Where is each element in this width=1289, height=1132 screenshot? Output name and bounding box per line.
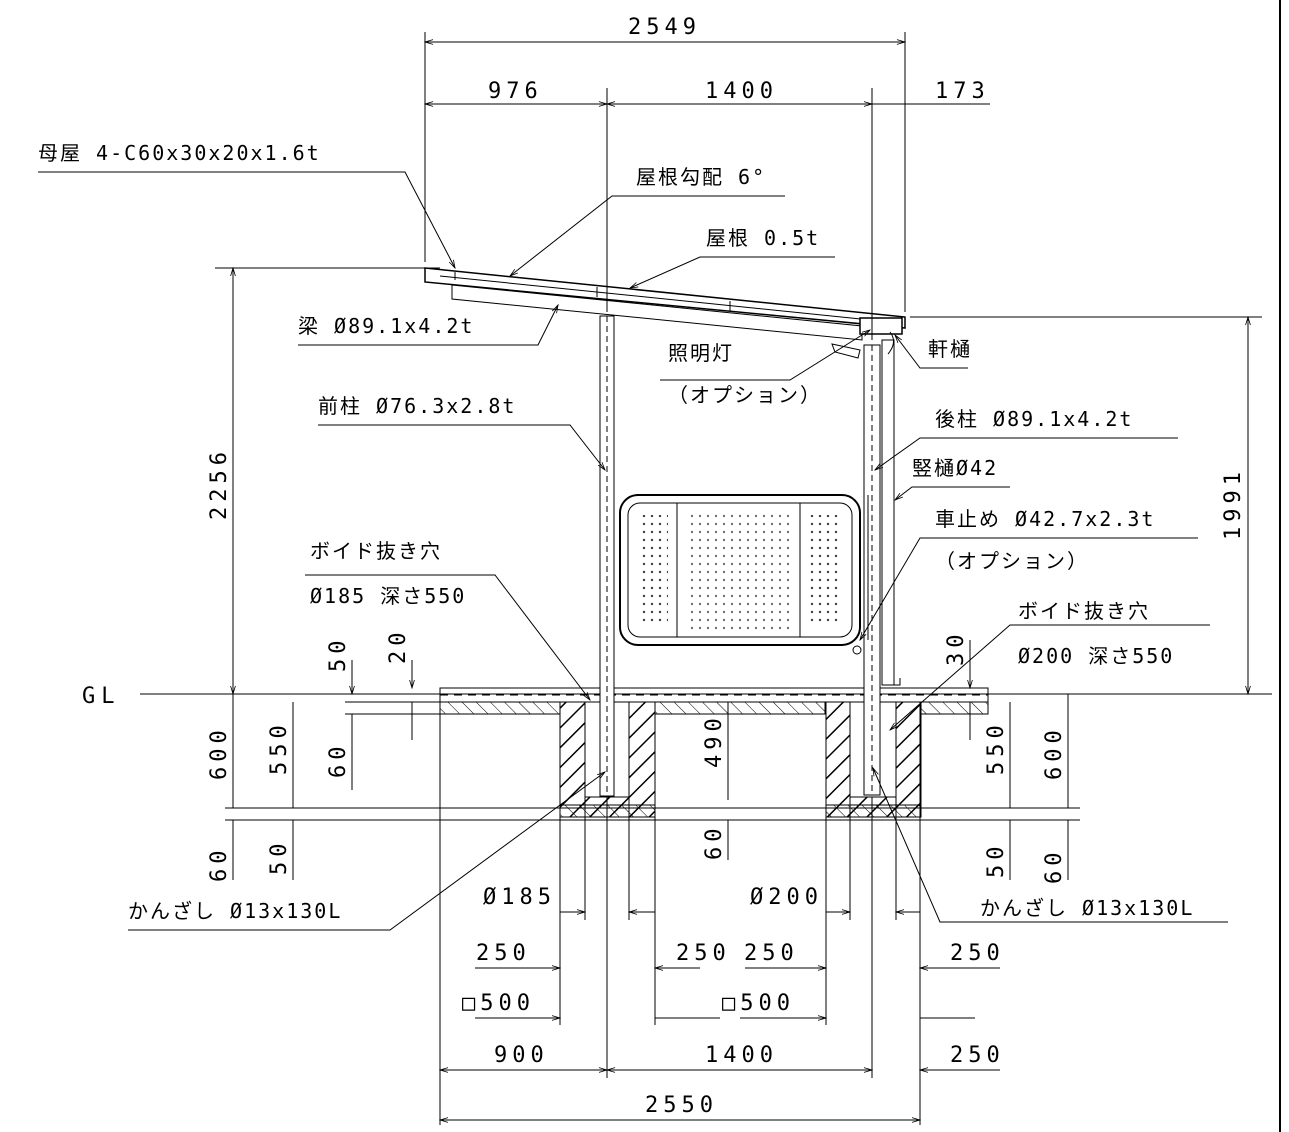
dim-left-height: 2256 xyxy=(207,447,232,520)
top-dimensions xyxy=(425,32,990,340)
callout-roof-slope: 屋根勾配 6° xyxy=(636,165,766,189)
callout-void-rear-size: Ø200 深さ550 xyxy=(1018,644,1174,668)
dim-center-60: 60 xyxy=(702,824,727,861)
callout-void-front-size: Ø185 深さ550 xyxy=(310,584,466,608)
dim-left-20: 20 xyxy=(386,628,411,665)
dim-front-left-250: 250 xyxy=(476,941,531,966)
bollard xyxy=(852,495,869,655)
callout-downpipe: 竪樋Ø42 xyxy=(912,456,998,480)
dim-right-30: 30 xyxy=(944,630,969,667)
dim-top-rear-overhang: 173 xyxy=(935,79,990,104)
dim-right-height: 1991 xyxy=(1221,467,1246,540)
callout-light: 照明灯 xyxy=(668,341,734,365)
dim-front-right-250: 250 xyxy=(676,941,731,966)
dim-left-50-bottom: 50 xyxy=(267,839,292,876)
dim-rear-square: □500 xyxy=(722,991,795,1016)
dim-bottom-rear: 250 xyxy=(950,1043,1005,1068)
light-fixture xyxy=(831,343,861,359)
bottom-dimensions xyxy=(440,714,1000,1125)
ground-label: GL xyxy=(82,684,121,709)
dim-front-square: □500 xyxy=(462,991,535,1016)
callout-void-rear-title: ボイド抜き穴 xyxy=(1018,599,1150,623)
dim-right-600: 600 xyxy=(1042,725,1067,780)
callout-front-post: 前柱 Ø76.3x2.8t xyxy=(318,394,516,418)
dim-top-overall: 2549 xyxy=(628,15,701,40)
callout-rear-post: 後柱 Ø89.1x4.2t xyxy=(935,407,1133,431)
callout-anchor-rear: かんざし Ø13x130L xyxy=(980,896,1194,920)
dim-bottom-front: 900 xyxy=(494,1043,549,1068)
callout-roof: 屋根 0.5t xyxy=(706,226,820,250)
dim-rear-right-250: 250 xyxy=(950,941,1005,966)
dim-left-550: 550 xyxy=(267,720,292,775)
dim-center-490: 490 xyxy=(702,713,727,768)
dim-right-550: 550 xyxy=(984,720,1009,775)
dim-bottom-span: 1400 xyxy=(705,1043,778,1068)
dim-front-diameter: Ø185 xyxy=(483,885,556,910)
dim-left-60-top: 60 xyxy=(326,742,351,779)
vertical-dimensions xyxy=(215,268,1262,880)
leader-lines xyxy=(38,171,1228,931)
front-post xyxy=(599,315,615,797)
dim-top-front-overhang: 976 xyxy=(488,79,543,104)
callout-light-option: （オプション） xyxy=(668,383,822,407)
callout-purlin: 母屋 4-C60x30x20x1.6t xyxy=(38,141,321,165)
callout-beam: 梁 Ø89.1x4.2t xyxy=(298,314,474,338)
dim-left-600: 600 xyxy=(207,725,232,780)
downpipe xyxy=(881,339,901,686)
dim-rear-left-250: 250 xyxy=(744,941,799,966)
dim-top-span: 1400 xyxy=(705,79,778,104)
wall-panel xyxy=(619,494,861,646)
callout-eaves-gutter: 軒樋 xyxy=(928,337,972,361)
dim-right-60: 60 xyxy=(1042,848,1067,885)
callout-bollard-option: （オプション） xyxy=(935,549,1089,573)
dim-right-50: 50 xyxy=(984,842,1009,879)
beam xyxy=(451,272,863,341)
dim-rear-diameter: Ø200 xyxy=(750,885,823,910)
callout-bollard: 車止め Ø42.7x2.3t xyxy=(935,507,1155,531)
callout-void-front-title: ボイド抜き穴 xyxy=(310,539,442,563)
callout-anchor-front: かんざし Ø13x130L xyxy=(128,899,342,923)
dim-bottom-overall: 2550 xyxy=(645,1093,718,1118)
dim-left-60-bottom: 60 xyxy=(207,846,232,883)
rear-post xyxy=(863,344,881,796)
concrete-slab xyxy=(439,687,989,715)
roof xyxy=(424,267,906,329)
dim-left-50-top: 50 xyxy=(326,636,351,673)
